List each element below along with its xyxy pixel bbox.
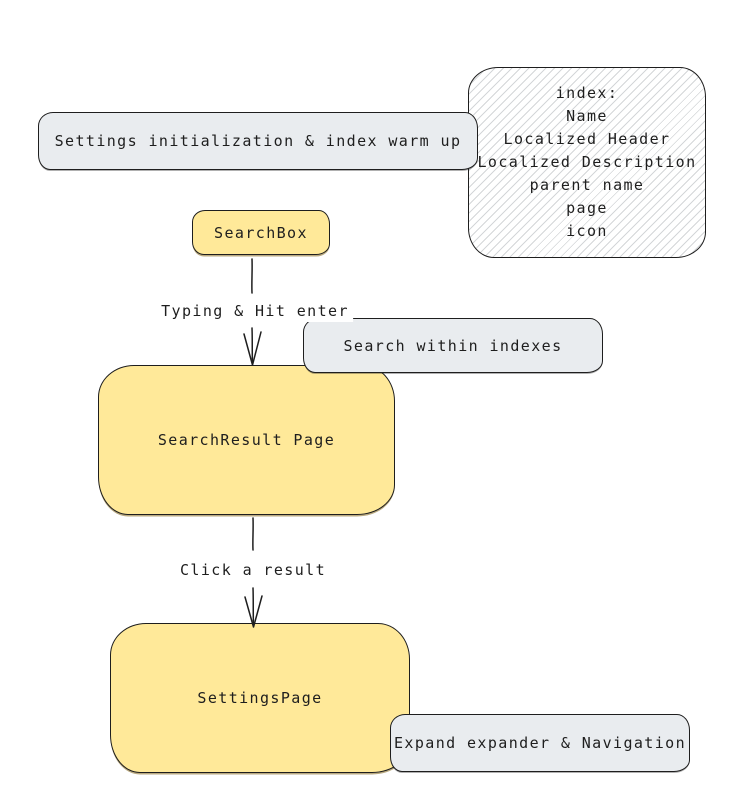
settings-page-node: SettingsPage [110,623,410,773]
searchbox-node: SearchBox [192,210,330,255]
arrow-result-to-settings-lower [252,587,255,627]
index-note-line: Name [566,107,608,125]
init-warmup-node: Settings initialization & index warm up [38,112,478,170]
index-note-line: parent name [529,176,645,194]
index-note-line: Localized Header [503,130,671,148]
search-within-indexes-node: Search within indexes [303,318,603,373]
index-note-line: index: [555,84,619,102]
index-note-line: page [566,199,608,217]
index-note-line: icon [566,222,608,240]
click-result-edge-label: Click a result [175,559,331,581]
search-result-page-node: SearchResult Page [98,365,395,515]
arrow-searchbox-to-result-lower [251,327,254,365]
expand-navigation-node: Expand expander & Navigation [390,714,690,772]
index-fields-note: index: Name Localized Header Localized D… [468,67,706,258]
index-note-line: Localized Description [477,153,697,171]
arrowhead-to-result [243,331,262,366]
typing-edge-label: Typing & Hit enter [157,300,353,322]
